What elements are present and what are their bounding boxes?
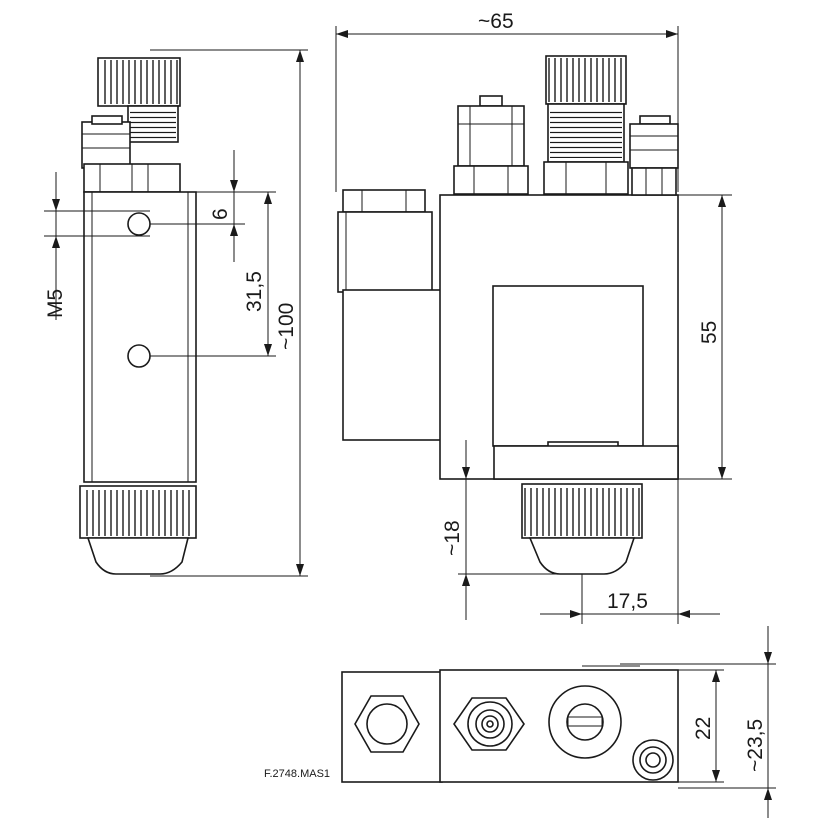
label-thread-m5: M5 — [44, 289, 67, 318]
top-view-dimensions: 22 ~23,5 — [620, 626, 776, 818]
label-height-23-5: ~23,5 — [744, 719, 767, 772]
side-view-dimensions: M5 6 31,5 ~100 — [44, 49, 308, 577]
top-view: F.2748.MAS1 — [264, 665, 679, 783]
label-offset-17-5: 17,5 — [607, 590, 648, 613]
label-spacing-6: 6 — [209, 208, 232, 220]
label-length-100: ~100 — [275, 303, 298, 350]
label-spacing-31-5: 31,5 — [243, 271, 266, 312]
front-view — [337, 55, 679, 575]
label-depth-18: ~18 — [441, 520, 464, 556]
drawing-code: F.2748.MAS1 — [264, 768, 330, 780]
side-view — [79, 57, 197, 575]
label-height-55: 55 — [698, 321, 721, 344]
label-height-22: 22 — [692, 717, 715, 740]
front-view-dimensions: ~65 55 ~18 17,5 — [335, 10, 732, 624]
label-width-65: ~65 — [478, 10, 514, 33]
